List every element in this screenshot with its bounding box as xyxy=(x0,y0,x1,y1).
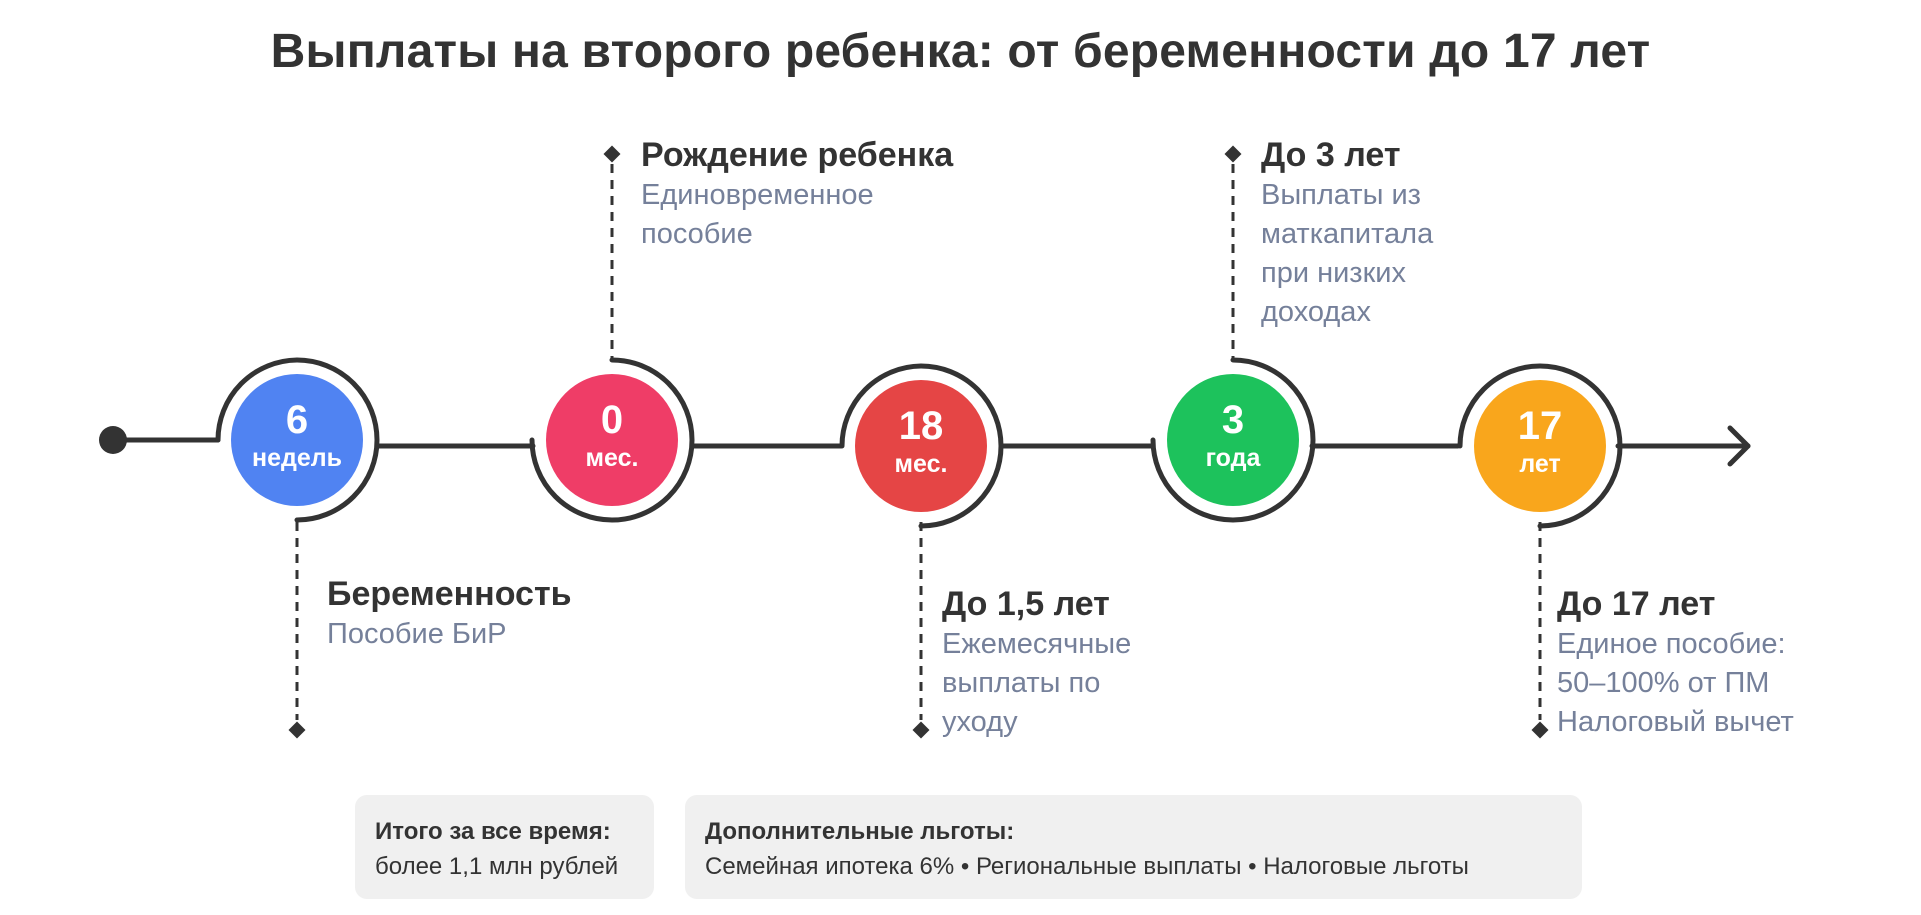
stage-label-17-years: 17 лет xyxy=(1470,406,1610,477)
stage-rings xyxy=(215,357,1623,529)
stage-unit: лет xyxy=(1519,450,1561,478)
stage-circle-17-years xyxy=(1474,380,1606,512)
diamond-icon xyxy=(1224,145,1242,163)
stage-label-18-months: 18 мес. xyxy=(851,406,991,477)
extra-benefits-box: Дополнительные льготы: Семейная ипотека … xyxy=(685,795,1582,899)
milestone-text: Единовременное пособие xyxy=(641,179,874,250)
milestone-heading: До 17 лет xyxy=(1557,585,1716,623)
stage-circle-6-weeks xyxy=(231,374,363,506)
milestone-heading: До 3 лет xyxy=(1261,136,1401,174)
stage-unit: мес. xyxy=(894,450,948,478)
total-summary-box: Итого за все время: более 1,1 млн рублей xyxy=(355,795,654,899)
milestone-text: Единое пособие: 50–100% от ПМ Налоговый … xyxy=(1557,628,1794,738)
stage-number: 17 xyxy=(1517,404,1563,448)
milestone-heading: До 1,5 лет xyxy=(942,585,1110,623)
stage-label-0-months: 0 мес. xyxy=(542,400,682,471)
extra-heading: Дополнительные льготы: xyxy=(705,818,1015,845)
arrow-right-icon xyxy=(1727,425,1751,467)
milestone-connectors xyxy=(295,164,1542,720)
timeline-connectors xyxy=(109,425,1751,467)
stage-circle-3-years xyxy=(1167,374,1299,506)
diamond-icon xyxy=(912,721,930,739)
milestone-text: Пособие БиР xyxy=(327,618,507,650)
stage-unit: мес. xyxy=(585,444,639,472)
total-text: более 1,1 млн рублей xyxy=(375,853,619,880)
ring-stage-3 xyxy=(839,363,1004,529)
milestone-pregnancy: Беременность Пособие БиР xyxy=(327,573,657,654)
stage-circle-0-months xyxy=(546,374,678,506)
ring-stage-4 xyxy=(1150,357,1316,523)
extra-text: Семейная ипотека 6% • Региональные выпла… xyxy=(705,853,1469,880)
stage-label-3-years: 3 года xyxy=(1163,400,1303,471)
diamond-icon xyxy=(1531,721,1549,739)
diamond-icon xyxy=(288,721,306,739)
ring-stage-2 xyxy=(529,357,695,523)
milestone-text: Ежемесячные выплаты по уходу xyxy=(942,628,1132,738)
milestone-heading: Беременность xyxy=(327,575,572,613)
ring-stage-5 xyxy=(1457,363,1623,529)
milestone-17-years: До 17 лет Единое пособие: 50–100% от ПМ … xyxy=(1557,583,1887,742)
stage-unit: недель xyxy=(251,444,343,472)
stage-number: 3 xyxy=(1221,398,1245,442)
stage-number: 0 xyxy=(600,398,624,442)
stage-number: 6 xyxy=(285,398,309,442)
page-title: Выплаты на второго ребенка: от беременно… xyxy=(270,25,1651,78)
milestone-heading: Рождение ребенка xyxy=(641,136,954,174)
stage-label-6-weeks: 6 недель xyxy=(227,400,367,471)
milestone-1-5-years: До 1,5 лет Ежемесячные выплаты по уходу xyxy=(942,583,1272,742)
total-heading: Итого за все время: xyxy=(375,818,611,845)
stage-circle-18-months xyxy=(855,380,987,512)
stage-circles xyxy=(223,366,1614,520)
milestone-birth: Рождение ребенка Единовременное пособие xyxy=(641,134,971,254)
milestone-text: Выплаты из маткапитала при низких дохода… xyxy=(1261,179,1434,328)
start-dot-icon xyxy=(99,426,127,454)
milestone-3-years: До 3 лет Выплаты из маткапитала при низк… xyxy=(1261,134,1591,332)
stage-unit: года xyxy=(1205,444,1261,472)
stage-number: 18 xyxy=(898,404,944,448)
diamond-icon xyxy=(603,145,621,163)
ring-stage-1 xyxy=(215,357,380,523)
